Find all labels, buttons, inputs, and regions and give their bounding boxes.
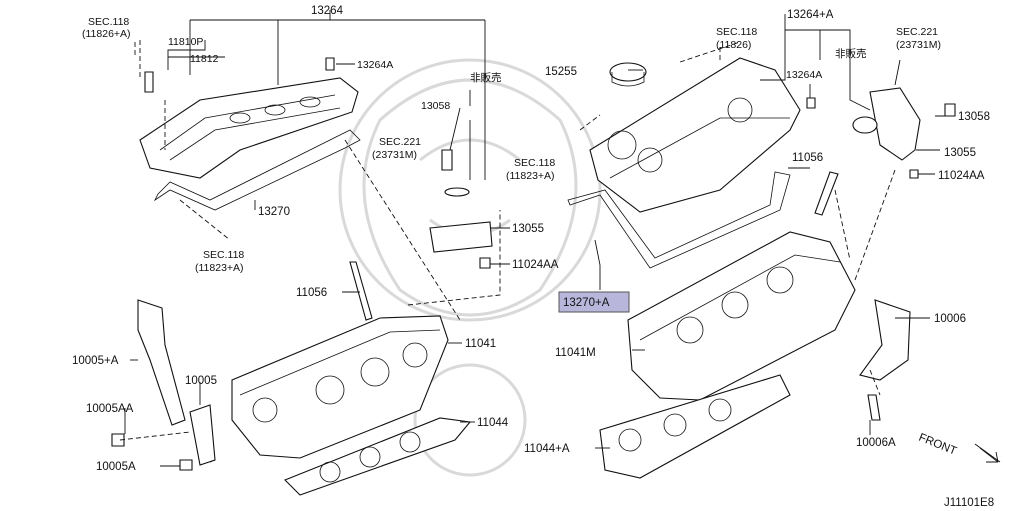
label-11041m: 11041M [555, 347, 596, 359]
valve-cover-gasket-right [567, 171, 791, 269]
label-13058-left: 13058 [421, 100, 450, 112]
label-10005: 10005 [185, 375, 217, 387]
callout-labels: SEC.118 (11826+A) 11810P 11812 13264 132… [72, 5, 994, 509]
label-10005aa: 10005AA [86, 403, 134, 415]
label-sec118-11826a-1: SEC.118 [88, 16, 129, 28]
head-gasket-left [284, 417, 472, 496]
label-11024aa-left: 11024AA [512, 259, 559, 271]
bolts-left [111, 57, 493, 471]
valve-cover-gasket-left [153, 129, 361, 211]
watermark-crest [338, 58, 602, 477]
label-10005a2: 10005A [96, 461, 136, 473]
head-gasket-right [599, 374, 791, 479]
front-arrow [974, 443, 1001, 463]
bracket-left [137, 299, 216, 466]
label-11812: 11812 [190, 53, 219, 65]
label-sec118-11823a-left-1: SEC.118 [203, 249, 244, 261]
label-10006: 10006 [934, 313, 966, 325]
label-13270: 13270 [258, 206, 290, 218]
vtc-parts-right [806, 87, 956, 421]
valve-cover-right [589, 57, 801, 213]
label-sec118-11823a-right-2: (11823+A) [506, 170, 555, 182]
label-10006a: 10006A [856, 437, 896, 449]
label-sec221-left-2: (23731M) [372, 149, 417, 161]
label-sec221-left-1: SEC.221 [379, 136, 421, 148]
label-13058-right: 13058 [958, 111, 990, 123]
label-13264a-left: 13264A [357, 59, 393, 71]
label-sec118-11823a-right-1: SEC.118 [514, 157, 555, 169]
label-diagram-id: J11101E8 [944, 497, 994, 509]
label-13264a-top: 13264+A [787, 9, 834, 21]
label-sec118-11823a-left-2: (11823+A) [195, 262, 244, 274]
label-10005a: 10005+A [72, 355, 119, 367]
label-not-for-sale-left: 非販売 [470, 71, 502, 84]
bracket-right [859, 299, 911, 381]
cylinder-head-right [627, 231, 856, 401]
label-sec118-11826-2: (11826) [716, 39, 751, 51]
label-sec118-11826-1: SEC.118 [716, 26, 757, 38]
oil-filler-cap [609, 62, 647, 87]
valve-cover-left [139, 77, 359, 179]
label-15255: 15255 [545, 66, 577, 78]
label-11056-left: 11056 [296, 287, 327, 299]
label-sec221-right-2: (23731M) [896, 39, 941, 51]
label-13055-left: 13055 [512, 223, 544, 235]
label-13264a-right: 13264A [786, 69, 822, 81]
label-13270a: 13270+A [563, 297, 610, 309]
cylinder-head-left [231, 315, 449, 459]
label-13055-right: 13055 [944, 147, 976, 159]
label-13264-left: 13264 [311, 5, 344, 17]
label-11810p: 11810P [168, 36, 203, 48]
label-not-for-sale-right: 非販売 [835, 47, 867, 60]
label-11024aa-right: 11024AA [938, 170, 985, 182]
label-11056-right: 11056 [792, 152, 823, 164]
highlight-13270a-box [558, 291, 630, 313]
label-11041: 11041 [465, 338, 496, 350]
label-sec118-11826a-2: (11826+A) [82, 28, 131, 40]
label-front: FRONT [917, 432, 958, 458]
leader-lines [119, 10, 955, 467]
label-11044: 11044 [477, 417, 509, 429]
label-sec221-right-1: SEC.221 [896, 26, 938, 38]
label-11044a: 11044+A [524, 443, 570, 455]
